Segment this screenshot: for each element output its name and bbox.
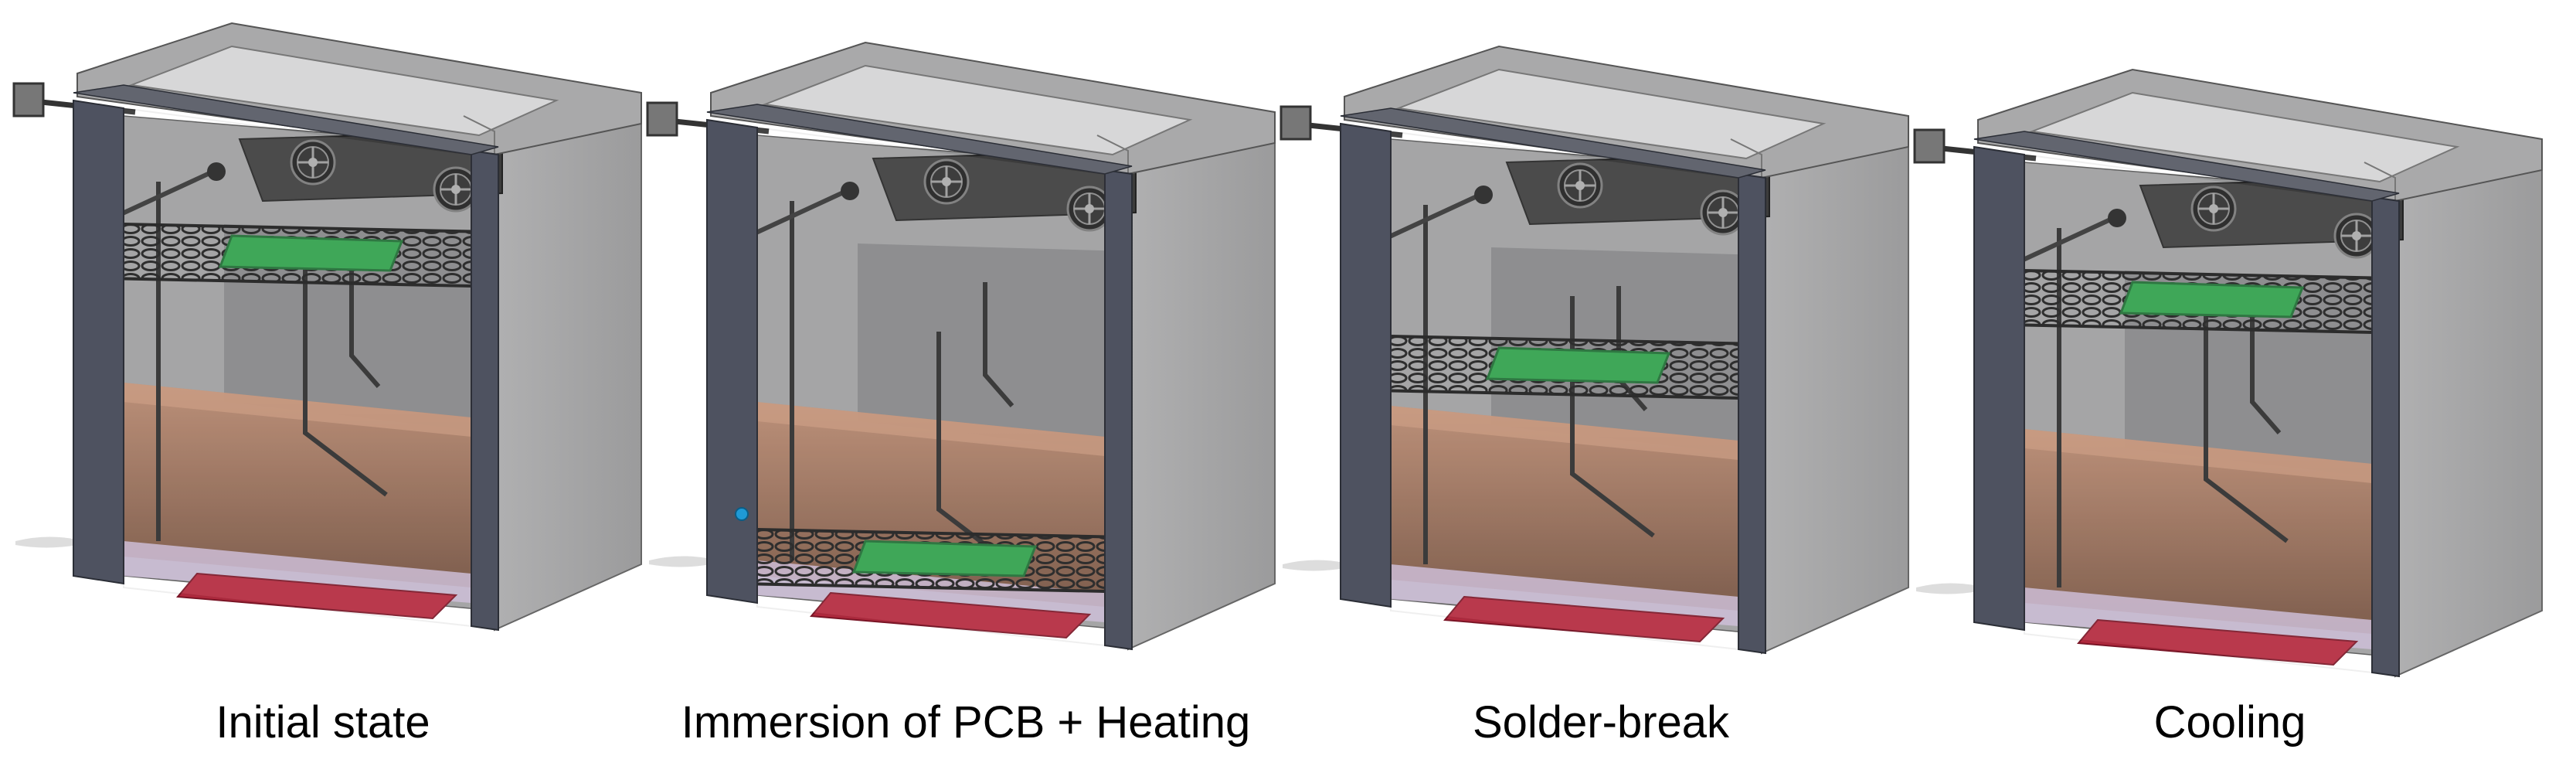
fan-icon: [433, 166, 479, 213]
heater-plate: [810, 591, 1092, 639]
glass-front: [1390, 130, 1739, 651]
liquid-bath: [2024, 429, 2372, 634]
housing-side-wall: [494, 114, 642, 632]
frame-top: [706, 104, 1133, 175]
liquid-surface: [757, 402, 1105, 456]
stage-label-2: Immersion of PCB + Heating: [681, 697, 1251, 747]
frame-right-post: [1104, 169, 1133, 651]
reactor-unit-2: [646, 41, 1276, 651]
floor-shadow: [1916, 583, 1978, 594]
fan-icon: [290, 139, 336, 186]
inner-panel: [858, 243, 1128, 452]
marker-dot: [735, 507, 749, 521]
guide-rod: [2250, 309, 2282, 434]
glass-front: [756, 126, 1106, 647]
glass-front: [123, 107, 472, 628]
reactor-unit-1: [12, 22, 642, 632]
rack-pivot: [2108, 209, 2126, 227]
housing-side-wall: [2394, 161, 2543, 678]
glass-front: [2024, 153, 2373, 674]
stage-label-4: Cooling: [2153, 697, 2306, 747]
liquid-surface: [2024, 429, 2372, 483]
base-layer: [124, 541, 471, 603]
motor-icon: [1913, 128, 1946, 164]
rack-pivot: [207, 162, 226, 181]
motor-icon: [1280, 105, 1312, 141]
frame-top: [1973, 131, 2400, 202]
frame-top: [1340, 107, 1766, 179]
base-layer: [1391, 564, 1738, 626]
frame-left-post: [73, 99, 124, 585]
heater-plate: [176, 572, 458, 620]
pcb-board: [1485, 346, 1671, 384]
frame-right-post: [1738, 172, 1766, 655]
housing-side-wall: [1761, 138, 1909, 655]
base-layer: [2024, 587, 2372, 649]
stage-label-3: Solder-break: [1472, 697, 1730, 747]
housing-side-wall: [1127, 134, 1276, 651]
pcb-rack: [106, 222, 493, 288]
liquid-bath: [124, 383, 471, 587]
pcb-rack: [1373, 334, 1760, 400]
liquid-surface: [1391, 406, 1738, 460]
frame-right-post: [471, 149, 499, 632]
rack-arm: [748, 187, 851, 238]
stirrer-rod: [2204, 301, 2289, 543]
stage-label-1: Initial state: [216, 697, 430, 747]
liquid-bath: [1391, 406, 1738, 611]
frame-top: [73, 84, 499, 155]
frame-left-post: [1973, 145, 2025, 632]
reactor-unit-4: [1913, 68, 2543, 678]
lid-window: [1395, 68, 1827, 160]
rack-pivot: [841, 182, 859, 200]
lid-window: [128, 45, 559, 137]
fan-icon: [2333, 213, 2380, 259]
pcb-board: [2119, 281, 2305, 318]
floor-shadow: [649, 556, 711, 567]
fan-icon: [1557, 162, 1603, 209]
motor-icon: [12, 82, 45, 117]
lid-window: [2029, 91, 2460, 183]
floor-shadow: [1283, 560, 1344, 571]
heater-plate: [1443, 595, 1725, 643]
rack-pivot: [1474, 186, 1493, 204]
rack-arm: [1381, 191, 1485, 242]
lid-window: [762, 64, 1193, 156]
frame-left-post: [1340, 122, 1392, 608]
guide-rod: [983, 282, 1014, 407]
heater-plate: [2077, 618, 2359, 666]
rack-arm: [114, 168, 218, 219]
pcb-board: [851, 540, 1038, 577]
floor-shadow: [15, 536, 77, 548]
frame-left-post: [706, 118, 758, 604]
stirrer-rod: [303, 255, 388, 497]
frame-right-post: [2371, 196, 2400, 678]
rack-arm: [2015, 214, 2119, 265]
fan-icon: [2190, 186, 2237, 232]
reactor-unit-3: [1280, 45, 1909, 655]
liquid-surface: [124, 383, 471, 437]
guide-rod: [349, 263, 381, 388]
motor-icon: [646, 101, 678, 137]
pcb-board: [218, 234, 404, 272]
fan-icon: [923, 158, 970, 205]
